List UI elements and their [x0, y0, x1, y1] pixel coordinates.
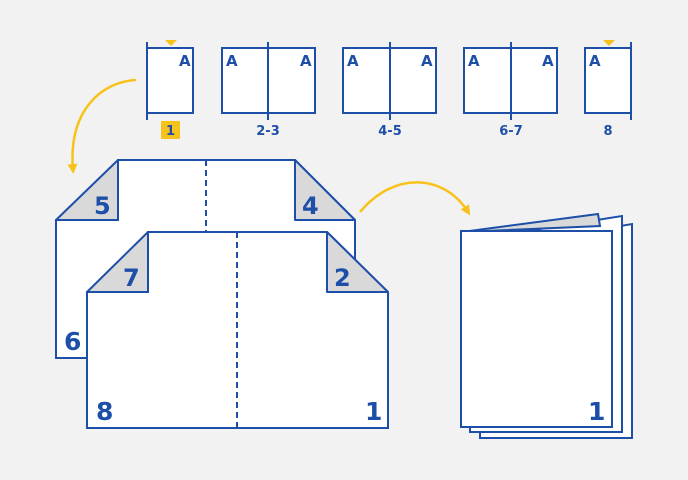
- caption-4-5: 4-5: [378, 124, 402, 139]
- front-left-fold: [86, 231, 149, 293]
- caption-8: 8: [603, 124, 612, 139]
- spread-2-3: [221, 42, 316, 120]
- back-right-fold: [294, 159, 356, 221]
- back-bottom-left-number: 6: [64, 327, 81, 356]
- caption-6-7: 6-7: [499, 124, 523, 139]
- page-7-letter: A: [542, 52, 554, 70]
- front-sheet: 7 2 8 1: [86, 231, 389, 429]
- arrow-strip-to-sheets: [67, 78, 137, 174]
- strip-captions: 1 2-3 4-5 6-7 8: [161, 121, 613, 139]
- spread-4-5: [342, 42, 437, 120]
- front-left-corner-number: 7: [123, 264, 140, 292]
- page-6-letter: A: [468, 52, 480, 70]
- page-8-letter: A: [589, 52, 601, 70]
- page-3-letter: A: [300, 52, 312, 70]
- booklet-inner-fold: [461, 212, 602, 233]
- caption-highlight: [161, 121, 180, 139]
- marker-triangle-8: [603, 40, 615, 46]
- front-bottom-right-number: 1: [365, 397, 382, 426]
- booklet-cover-number: 1: [588, 397, 605, 426]
- front-bottom-left-number: 8: [96, 397, 113, 426]
- back-left-fold: [55, 159, 119, 221]
- page-strip: [146, 40, 632, 120]
- caption-2-3: 2-3: [256, 124, 280, 139]
- front-right-corner-number: 2: [334, 264, 351, 292]
- page-4-letter: A: [347, 52, 359, 70]
- front-right-fold: [326, 231, 389, 293]
- strip-letters: A A A A A A A A: [179, 52, 601, 70]
- marker-triangle-1: [165, 40, 177, 46]
- page-2-letter: A: [226, 52, 238, 70]
- folded-booklet: [460, 212, 633, 439]
- spread-8: [584, 40, 632, 120]
- back-right-corner-number: 4: [302, 192, 319, 220]
- booklet-cover: [460, 230, 613, 428]
- back-left-corner-number: 5: [94, 192, 111, 220]
- spread-6-7: [463, 42, 558, 120]
- arrow-sheets-to-booklet: [359, 181, 471, 216]
- page-5-letter: A: [421, 52, 433, 70]
- caption-1: 1: [166, 124, 175, 139]
- spread-1: [146, 40, 194, 120]
- page-1-letter: A: [179, 52, 191, 70]
- page-8-sheet: [584, 47, 632, 114]
